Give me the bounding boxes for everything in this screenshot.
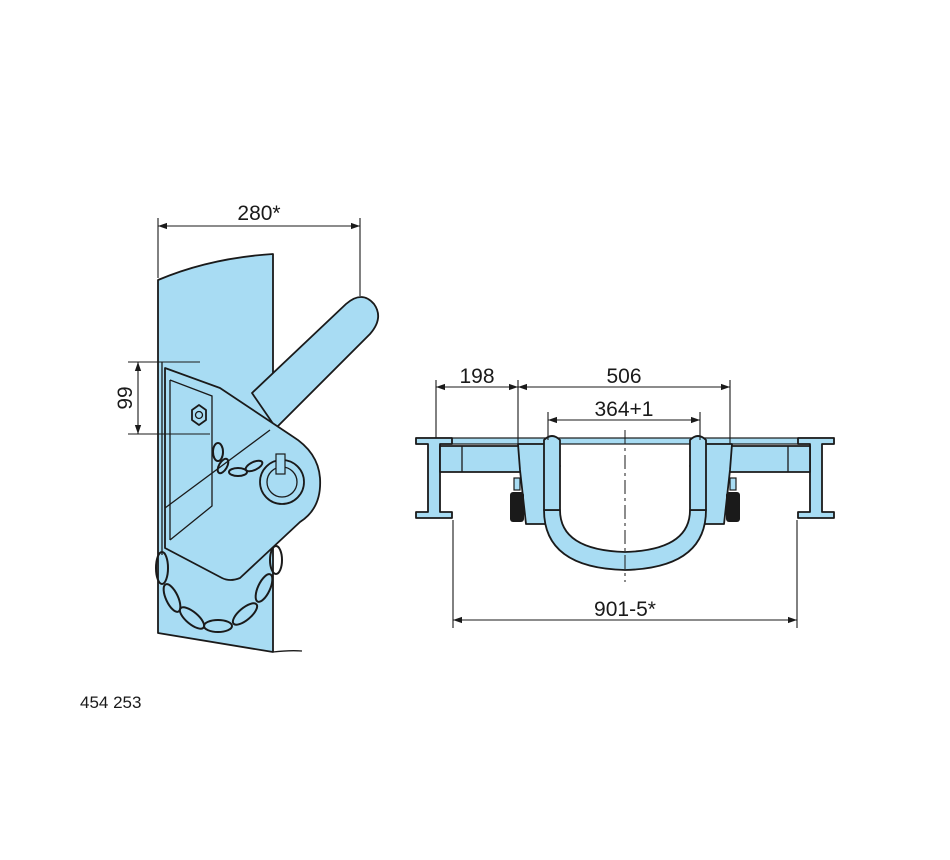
lever-inner-panel [169,379,213,541]
left-fastener [510,477,524,522]
dim-side-width-label: 280* [237,202,280,225]
dim-side-width: 280* [157,202,361,296]
pin-chain [212,442,264,477]
pin-tab [275,453,286,475]
dim-left-span-label: 198 [459,365,494,388]
dim-inner-span: 364+1 [547,398,701,440]
right-fastener [726,477,740,522]
dim-inner-span-label: 364+1 [595,398,654,421]
side-view: 280* 99 [114,202,380,653]
release-handle [251,296,380,429]
right-cross-bar [725,445,811,473]
stirrup-arm-right [689,435,707,511]
dim-top-span: 506 [518,365,731,444]
hex-nut [191,404,207,426]
left-cross-bar [439,445,525,473]
left-rail [415,437,453,519]
right-rail [797,437,835,519]
dim-left-span: 198 [435,365,519,444]
front-view: 198 506 364+1 901-5* [415,365,835,628]
hanging-chain [155,545,283,633]
dim-overall-span: 901-5* [452,520,798,628]
figure-number: 454 253 [80,693,142,712]
dim-top-span-label: 506 [606,365,641,388]
dim-side-height: 99 [114,361,210,435]
dim-overall-span-label: 901-5* [594,598,656,621]
dim-side-height-label: 99 [114,386,137,409]
stirrup-arm-left [543,435,561,511]
